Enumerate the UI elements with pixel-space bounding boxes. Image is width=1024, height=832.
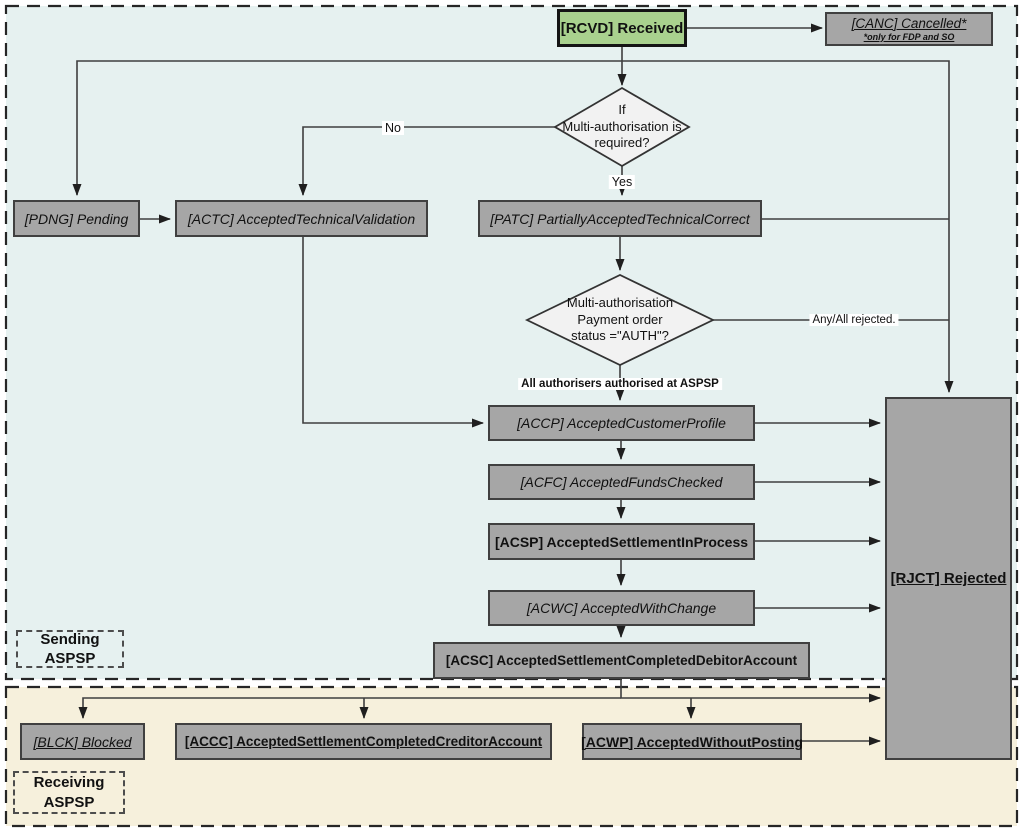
- node-patc-partially-accepted-technical-correct: [PATC] PartiallyAcceptedTechnicalCorrect: [478, 200, 762, 237]
- edge-label-any-all-rejected: Any/All rejected.: [809, 314, 899, 326]
- edge-label-yes: Yes: [608, 175, 636, 189]
- node-actc-accepted-technical-validation: [ACTC] AcceptedTechnicalValidation: [175, 200, 428, 237]
- node-canc-cancelled: [CANC] Cancelled* *only for FDP and SO: [825, 12, 993, 46]
- canc-label: [CANC] Cancelled*: [851, 16, 967, 32]
- sending-aspsp-label: Sending ASPSP: [16, 630, 124, 668]
- sending-aspsp-section: [6, 6, 1017, 679]
- canc-footnote: *only for FDP and SO: [863, 31, 955, 42]
- node-acwp-accepted-without-posting: [ACWP] AcceptedWithoutPosting: [581, 723, 803, 760]
- receiving-aspsp-label: Receiving ASPSP: [13, 771, 125, 814]
- node-blck-blocked: [BLCK] Blocked: [20, 723, 145, 760]
- edge-label-no: No: [382, 121, 404, 135]
- node-pdng-pending: [PDNG] Pending: [13, 200, 140, 237]
- node-acwc-accepted-with-change: [ACWC] AcceptedWithChange: [488, 590, 755, 626]
- node-accc-accepted-settlement-completed-creditor-account: [ACCC] AcceptedSettlementCompletedCredit…: [175, 723, 552, 760]
- node-acfc-accepted-funds-checked: [ACFC] AcceptedFundsChecked: [488, 464, 755, 500]
- node-acsc-accepted-settlement-completed-debitor-account: [ACSC] AcceptedSettlementCompletedDebito…: [433, 642, 810, 679]
- node-rjct-rejected: [RJCT] Rejected: [885, 397, 1012, 760]
- node-acsp-accepted-settlement-in-process: [ACSP] AcceptedSettlementInProcess: [488, 523, 755, 560]
- node-accp-accepted-customer-profile: [ACCP] AcceptedCustomerProfile: [488, 405, 755, 441]
- node-rcvd-received: [RCVD] Received: [557, 9, 687, 47]
- edge-label-all-authorisers-authorised: All authorisers authorised at ASPSP: [518, 378, 722, 390]
